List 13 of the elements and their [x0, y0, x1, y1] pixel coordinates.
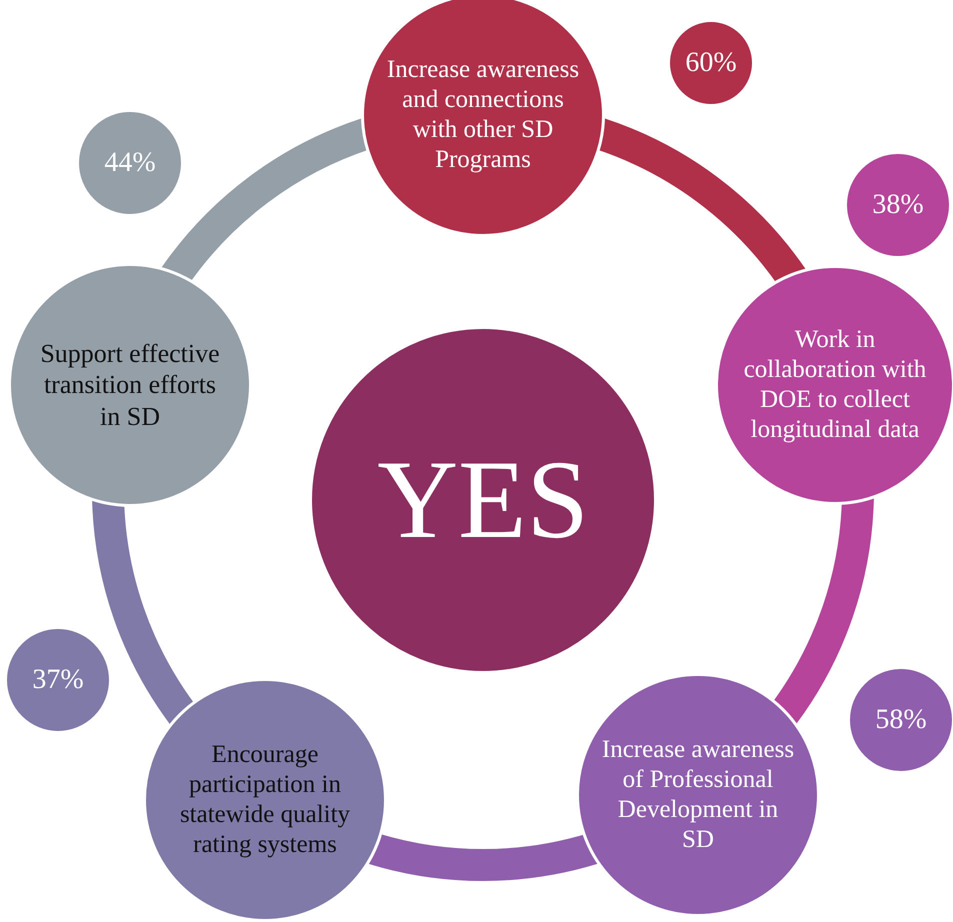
circle-label: 37%: [32, 663, 84, 697]
circle-label: 38%: [872, 188, 924, 222]
circle-label: Encourage participation in statewide quality rating systems: [178, 740, 352, 860]
circle-label: Increase awareness and connections with other SD Programs: [386, 55, 580, 175]
circle-label: Increase awareness of Professional Development in SD: [600, 735, 796, 855]
circle-label: Support effective transition efforts in SD: [39, 338, 221, 432]
ring-segment: [92, 498, 196, 724]
ring-segment: [370, 832, 597, 880]
circle-label: 58%: [875, 703, 927, 737]
circle-label: Work in collaboration with DOE to collect longitudinal data: [742, 325, 928, 445]
circle-label: 44%: [104, 146, 156, 180]
circle-label: 60%: [685, 46, 737, 80]
center-label: YES: [377, 436, 589, 564]
